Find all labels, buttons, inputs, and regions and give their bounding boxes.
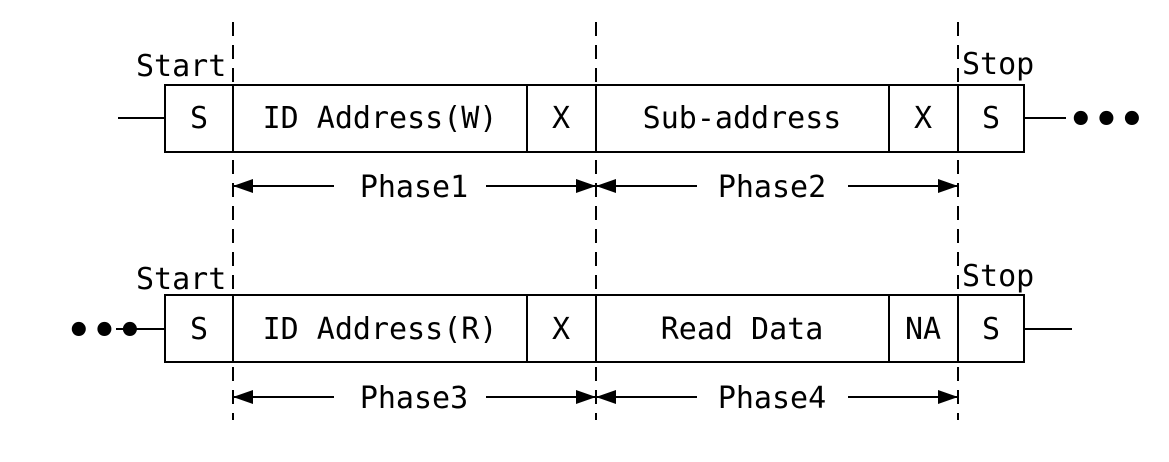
start-label: Start: [136, 49, 226, 84]
field-stop-bit: S: [982, 312, 1000, 347]
continuation-dots: •••: [66, 308, 143, 354]
phase2-label: Phase2: [718, 170, 826, 205]
frame-write: Start Stop ••• S ID Address(W) X Sub-add…: [118, 47, 1145, 205]
field-stop-bit: S: [982, 101, 1000, 136]
frame-box: [164, 294, 1025, 363]
field-ack: X: [552, 312, 570, 347]
field-id-address-write: ID Address(W): [263, 101, 498, 136]
field-start-bit: S: [190, 101, 208, 136]
frame-box: [164, 84, 1025, 153]
field-start-bit: S: [190, 312, 208, 347]
start-label: Start: [136, 262, 226, 297]
field-sub-address: Sub-address: [643, 101, 842, 136]
frame-read: Start Stop ••• S ID Address(R) X Read Da…: [66, 259, 1072, 416]
stop-label: Stop: [962, 47, 1034, 82]
stop-label: Stop: [962, 259, 1034, 294]
field-read-data: Read Data: [661, 312, 824, 347]
phase1-label: Phase1: [360, 170, 468, 205]
phase4-label: Phase4: [718, 381, 826, 416]
continuation-dots: •••: [1068, 97, 1145, 143]
field-ack: X: [552, 101, 570, 136]
field-id-address-read: ID Address(R): [263, 312, 498, 347]
phase3-label: Phase3: [360, 381, 468, 416]
field-ack: X: [914, 101, 932, 136]
field-nack: NA: [905, 312, 941, 347]
